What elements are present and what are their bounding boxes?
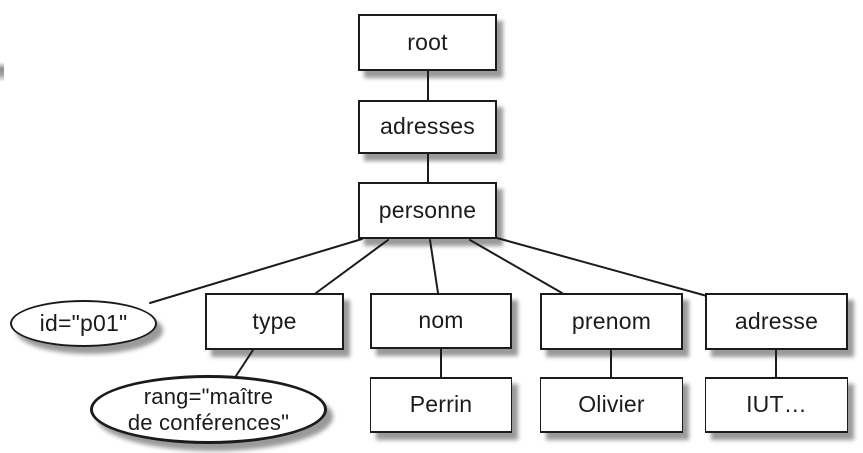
node-root: root <box>358 14 497 71</box>
node-id-attribute-label: id="p01" <box>39 309 128 336</box>
node-personne-label: personne <box>378 196 477 223</box>
edge-type-rang <box>235 349 254 377</box>
node-adresse: adresse <box>705 293 848 350</box>
node-nom-text: Perrin <box>370 377 512 433</box>
edge-personne-adresse <box>496 237 708 297</box>
node-prenom-text-label: Olivier <box>578 391 645 418</box>
edge-personne-nom <box>429 239 439 294</box>
node-nom-text-label: Perrin <box>409 391 473 418</box>
node-adresse-text: IUT… <box>705 377 848 433</box>
node-id-attribute: id="p01" <box>10 300 157 347</box>
node-root-label: root <box>407 28 448 55</box>
node-adresses: adresses <box>358 100 497 154</box>
edge-personne-type <box>315 239 389 294</box>
node-prenom-text: Olivier <box>540 377 683 433</box>
node-adresses-label: adresses <box>380 113 475 140</box>
scan-artifact <box>0 62 4 82</box>
edge-personne-prenom <box>469 239 563 294</box>
node-prenom: prenom <box>540 293 683 350</box>
node-nom-label: nom <box>418 307 464 334</box>
node-rang-attribute-line2: de conférences" <box>127 409 290 435</box>
node-rang-attribute: rang="maître de conférences" <box>90 375 327 444</box>
edge-personne-id <box>149 238 363 304</box>
node-adresse-label: adresse <box>734 307 819 334</box>
node-rang-attribute-line1: rang="maître <box>143 383 274 409</box>
node-type-label: type <box>252 307 297 334</box>
node-prenom-label: prenom <box>571 307 652 334</box>
node-personne: personne <box>358 182 497 239</box>
node-type: type <box>205 293 344 350</box>
node-adresse-text-label: IUT… <box>746 391 807 418</box>
node-nom: nom <box>370 293 512 349</box>
